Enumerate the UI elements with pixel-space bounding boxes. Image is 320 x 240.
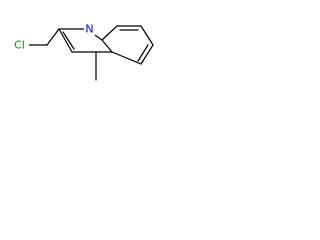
- bond-c2-c3: [58, 28, 73, 53]
- bonds: [27, 25, 154, 81]
- nitrogen-atom-label: N: [85, 23, 93, 36]
- atom-labels: Cl N: [10, 22, 95, 52]
- bond-c6-c5-double: [137, 44, 149, 62]
- bond-c7-c6: [140, 25, 154, 46]
- chlorine-atom-label: Cl: [14, 39, 25, 52]
- bond-c8a-c8: [101, 25, 118, 41]
- bond-c5-c4a: [111, 51, 142, 65]
- chlorine-label-background: [10, 37, 29, 52]
- nitrogen-label-background: [84, 22, 95, 36]
- bond-c2-c3-double: [62, 31, 75, 50]
- bond-c4a-c8a: [101, 39, 113, 53]
- bond-ch2-c2: [46, 28, 60, 46]
- quinoline-structure-diagram: Cl N: [10, 22, 154, 81]
- bond-c6-c5: [140, 44, 154, 65]
